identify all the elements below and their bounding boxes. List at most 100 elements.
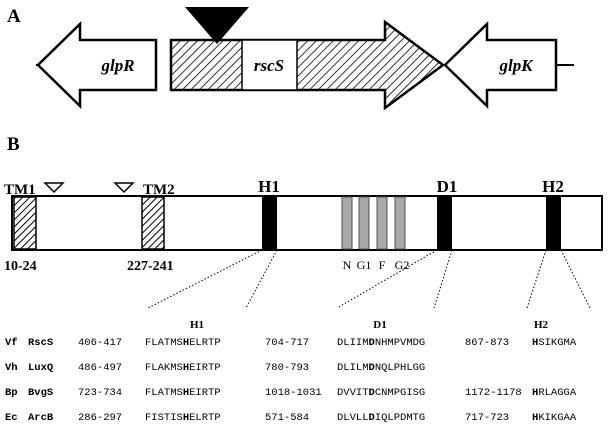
h1-label: H1 [258,177,280,196]
align-header-h2: H2 [534,319,549,331]
organism-name: Bp [5,387,18,399]
align-header-d1: D1 [373,319,386,331]
d1-box [437,197,452,249]
h2-key-residues: H [532,337,538,349]
d1-pre-residues: DLILM [337,362,369,374]
d1-range: 571-584 [265,412,309,424]
h1-range: 723-734 [78,387,122,399]
tm1-range: 10-24 [4,259,37,274]
rscS-label-box [241,39,298,91]
h2-range: 1172-1178 [465,387,522,399]
motif-g1-label: G1 [357,258,372,272]
h1-connector-right [245,249,278,309]
h1-key-residues: H [183,362,189,374]
motif-g1-box [358,196,370,250]
motif-n-label: N [343,258,352,272]
d1-pre-residues: DLIIM [337,337,369,349]
protein-name: LuxQ [28,362,53,374]
organism-name: Vh [5,362,18,374]
d1-pre-residues: DLVLL [337,412,369,424]
h1-pre-residues: FLATMS [145,337,183,349]
h1-key-residues: H [183,337,189,349]
h1-connector-left [147,249,263,309]
panel-b-label: B [7,134,20,155]
tm1-label: TM1 [4,182,36,198]
glpK-label: glpK [498,56,534,75]
rscS-arrow [169,19,446,111]
motif-f-label: F [379,258,386,272]
glpR-arrow [36,21,158,109]
d1-sequence: DLIIMDNHMPVMDG [337,337,425,349]
h2-connector-right [560,249,591,309]
organism-name: Ec [5,412,18,424]
h1-pre-residues: FLATMS [145,387,183,399]
d1-connector-left [336,249,438,309]
h1-pre-residues: FLAKMS [145,362,183,374]
d1-range: 704-717 [265,337,309,349]
d1-sequence: DLVLLDIQLPDMTG [337,412,425,424]
d1-label: D1 [437,177,458,196]
align-header-h1: H1 [190,319,204,331]
h1-sequence: FLATMSHELRTP [145,337,221,349]
h1-sequence: FLAKMSHEIRTP [145,362,221,374]
tm2-region [141,196,165,250]
motif-g2-label: G2 [395,258,410,272]
d1-connector-right [433,249,453,309]
h1-post-residues: ELRTP [189,412,221,424]
d1-key-residues: D [369,362,375,374]
h2-post-residues: RLAGGA [538,387,577,399]
h1-post-residues: EIRTP [189,362,221,374]
d1-range: 1018-1031 [265,387,322,399]
d1-pre-residues: DVVIT [337,387,369,399]
tm1-region [13,196,37,250]
d1-post-residues: IQLPDMTG [375,412,425,424]
insertion-triangle [185,7,249,44]
tm2-range: 227-241 [127,259,174,274]
h1-sequence: FLATMSHEIRTP [145,387,221,399]
h2-sequence: HRLAGGA [532,387,577,399]
h1-range: 486-497 [78,362,122,374]
h2-post-residues: KIKGAA [538,412,577,424]
h2-sequence: HSIKGMA [532,337,577,349]
protein-name: ArcB [28,412,54,424]
d1-post-residues: NQLPHLGG [375,362,425,374]
h2-label: H2 [542,177,564,196]
protein-name: RscS [28,337,53,349]
organism-name: Vf [5,337,18,349]
h2-sequence: HKIKGAA [532,412,577,424]
h1-key-residues: H [183,387,189,399]
h2-connector-left [526,249,547,309]
h1-post-residues: ELRTP [189,337,221,349]
panel-a-label: A [7,6,21,27]
d1-post-residues: CNMPGISG [375,387,425,399]
h2-box [546,197,561,249]
d1-post-residues: NHMPVMDG [375,337,425,349]
d1-range: 780-793 [265,362,309,374]
h1-range: 286-297 [78,412,122,424]
h1-pre-residues: FISTIS [145,412,183,424]
h2-key-residues: H [532,412,538,424]
d1-key-residues: D [369,387,375,399]
h2-range: 717-723 [465,412,509,424]
h1-key-residues: H [183,412,189,424]
h1-sequence: FISTISHELRTP [145,412,221,424]
insertion-site-1-icon [43,182,65,194]
h1-range: 406-417 [78,337,122,349]
h2-post-residues: SIKGMA [538,337,577,349]
h1-box [262,197,277,249]
d1-key-residues: D [369,412,375,424]
d1-key-residues: D [369,337,375,349]
h1-post-residues: EIRTP [189,387,221,399]
d1-sequence: DLILMDNQLPHLGG [337,362,425,374]
tm2-label: TM2 [143,182,175,198]
h2-range: 867-873 [465,337,509,349]
glpR-label: glpR [100,56,134,75]
motif-g2-box [394,196,406,250]
rscS-label: rscS [254,56,284,75]
motif-f-box [376,196,388,250]
insertion-site-2-icon [113,182,135,194]
motif-n-box [341,196,353,250]
glpK-arrow [443,21,558,109]
